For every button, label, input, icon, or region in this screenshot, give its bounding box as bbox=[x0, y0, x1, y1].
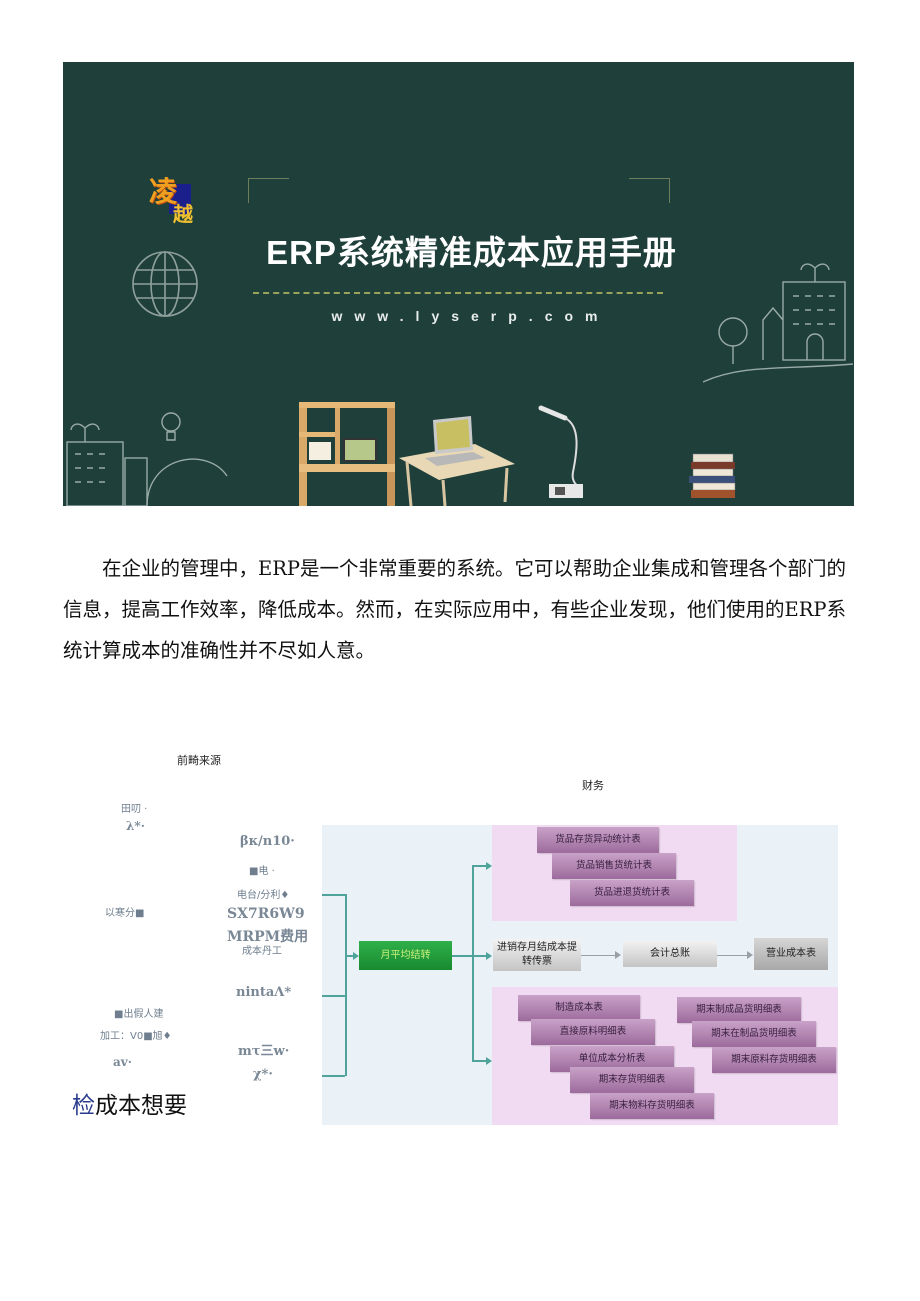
connector-line bbox=[717, 955, 749, 956]
books-stack-image bbox=[689, 453, 736, 498]
connector-line bbox=[472, 865, 474, 1061]
source-label: MRPM费用 bbox=[227, 929, 309, 945]
source-label: nintaΛ* bbox=[236, 985, 292, 1000]
banner-title: ERP系统精准成本应用手册 bbox=[266, 234, 677, 271]
source-label: SX7R6W9 bbox=[227, 906, 305, 922]
source-label: av· bbox=[113, 1055, 132, 1069]
logo-char-1: 凌 bbox=[149, 175, 178, 208]
lingyue-logo: 凌 越 bbox=[149, 170, 199, 226]
source-label: βк/n10· bbox=[240, 834, 295, 849]
arrow-icon bbox=[486, 862, 492, 870]
source-label: mτ三w· bbox=[238, 1044, 290, 1059]
desk-lamp-image bbox=[538, 405, 583, 498]
source-label: λ*· bbox=[126, 819, 145, 833]
report-tag: 期末存货明细表 bbox=[570, 1067, 694, 1093]
report-tag: 货品进退货统计表 bbox=[570, 880, 694, 906]
summary-text: 成本想要 bbox=[95, 1093, 187, 1119]
intro-paragraph: 在企业的管理中，ERP是一个非常重要的系统。它可以帮助企业集成和管理各个部门的信… bbox=[63, 548, 853, 671]
city-sketch-icon bbox=[66, 412, 228, 506]
arrow-icon bbox=[747, 951, 753, 959]
cover-banner: 凌 越 ERP系统精准成本应用手册 www.lyserp.com bbox=[63, 62, 854, 506]
connector-line bbox=[322, 894, 345, 896]
voucher-node: 进销存月结成本提转传票 bbox=[493, 939, 581, 971]
globe-icon bbox=[132, 251, 198, 317]
connector-line bbox=[322, 1075, 345, 1077]
report-tag: 期末物料存货明细表 bbox=[590, 1093, 714, 1119]
report-tag: 制造成本表 bbox=[518, 995, 640, 1021]
intro-paragraph-text: 在企业的管理中，ERP是一个非常重要的系统。它可以帮助企业集成和管理各个部门的信… bbox=[63, 557, 847, 662]
report-tag: 货品销售货统计表 bbox=[552, 853, 676, 879]
laptop-table-image bbox=[399, 416, 515, 506]
report-tag: 货品存货异动统计表 bbox=[537, 827, 659, 853]
connector-line bbox=[347, 955, 353, 957]
connector-line bbox=[452, 955, 488, 957]
cost-flow-diagram: 月平均结转 货品存货异动统计表 货品销售货统计表 货品进退货统计表 进销存月结成… bbox=[322, 825, 838, 1125]
connector-line bbox=[581, 955, 617, 956]
arrow-icon bbox=[486, 1057, 492, 1065]
bookshelf-desk-image bbox=[299, 402, 395, 506]
source-label: 电台/分利♦ bbox=[237, 890, 290, 901]
source-label: 田叨 · bbox=[121, 804, 148, 815]
arrow-icon bbox=[615, 951, 621, 959]
arrow-icon bbox=[486, 952, 492, 960]
summary-heading: 检成本想要 bbox=[72, 1086, 187, 1120]
source-label: 以寒分■ bbox=[105, 908, 145, 919]
diagram-left-header: 前畸来源 bbox=[177, 754, 221, 767]
logo-blue-block bbox=[169, 184, 191, 214]
arrow-icon bbox=[353, 952, 359, 960]
connector-line bbox=[322, 995, 345, 997]
report-tag: 期末在制品货明细表 bbox=[692, 1021, 816, 1047]
corner-bracket-left bbox=[248, 178, 289, 203]
source-label: ■电 · bbox=[249, 866, 275, 877]
diagram-right-header: 财务 bbox=[582, 779, 604, 792]
connector-line bbox=[472, 865, 487, 867]
source-label: χ*· bbox=[253, 1067, 273, 1082]
banner-url: www.lyserp.com bbox=[331, 308, 610, 324]
general-ledger-node: 会计总账 bbox=[623, 941, 717, 967]
source-label: 成本丹工 bbox=[242, 946, 282, 957]
dashed-divider bbox=[253, 292, 663, 294]
corner-bracket-right bbox=[629, 178, 670, 203]
logo-char-2: 越 bbox=[173, 202, 193, 226]
report-tag: 期末制成品货明细表 bbox=[677, 997, 801, 1023]
source-label: 加工：V0■旭♦ bbox=[100, 1031, 172, 1042]
connector-line bbox=[472, 1060, 487, 1062]
connector-line bbox=[345, 894, 347, 1076]
operating-cost-node: 营业成本表 bbox=[754, 938, 828, 970]
report-tag: 直接原料明细表 bbox=[531, 1019, 655, 1045]
building-sketch-icon bbox=[703, 263, 853, 383]
summary-highlight: 检 bbox=[72, 1093, 95, 1119]
report-tag: 期末原料存货明细表 bbox=[712, 1047, 836, 1073]
source-label: ■出假人建 bbox=[114, 1009, 164, 1020]
monthly-average-node: 月平均结转 bbox=[359, 941, 452, 970]
